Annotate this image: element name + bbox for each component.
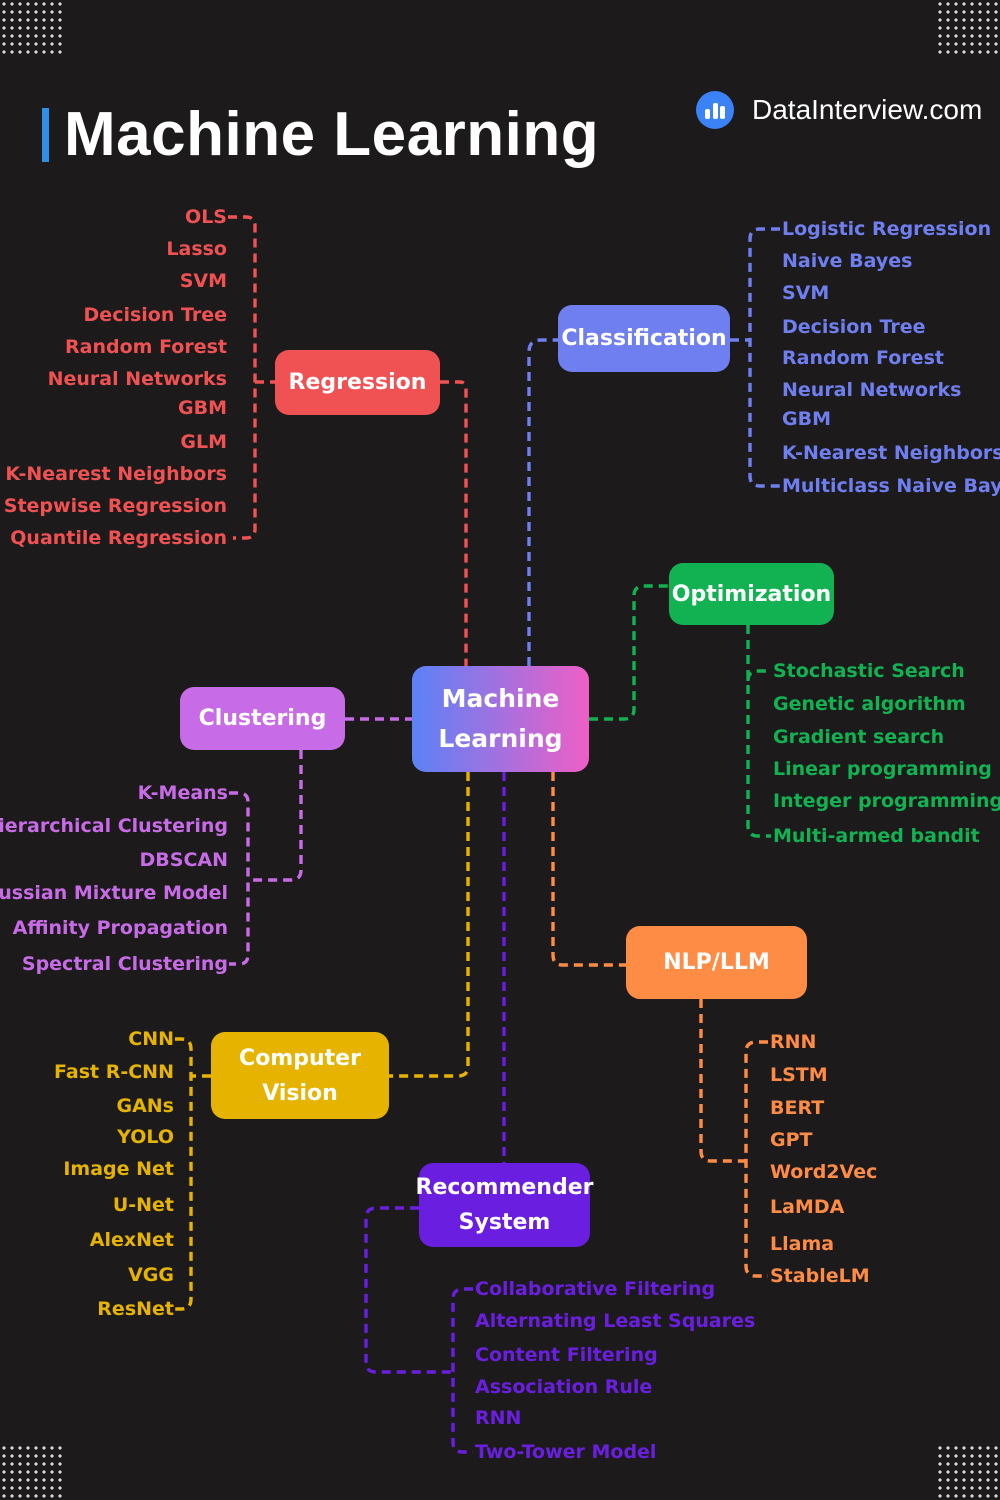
recommender-item: Association Rule xyxy=(475,1376,653,1398)
optimization-stem xyxy=(746,625,771,838)
title-accent-bar xyxy=(42,108,49,162)
regression-trunk xyxy=(440,380,468,666)
vision-item: YOLO xyxy=(117,1126,174,1148)
nlp-item: GPT xyxy=(770,1129,813,1151)
optimization-item: Genetic algorithm xyxy=(773,693,966,715)
decor-dots-bottom-left xyxy=(0,1444,64,1500)
vision-item: U-Net xyxy=(112,1194,174,1216)
classification-node[interactable]: Classification xyxy=(558,305,730,372)
brand: DataInterview.com xyxy=(696,88,982,132)
optimization-trunk xyxy=(589,584,669,721)
regression-item: Quantile Regression xyxy=(10,527,227,549)
clustering-item: DBSCAN xyxy=(139,849,229,871)
regression-item: SVM xyxy=(179,270,227,292)
nlp-item: LaMDA xyxy=(770,1196,845,1218)
recommender-item: Content Filtering xyxy=(475,1344,658,1366)
clustering-item: Affinity Propagation xyxy=(12,917,228,939)
regression-node[interactable]: Regression xyxy=(275,350,440,415)
center-node[interactable]: Machine Learning xyxy=(412,666,589,772)
clustering-item: K-Means xyxy=(137,782,228,804)
classification-item: Logistic Regression xyxy=(782,218,992,240)
nlp-item: RNN xyxy=(770,1031,817,1053)
classification-trunk xyxy=(527,338,558,666)
recommender-item: Two-Tower Model xyxy=(475,1441,657,1463)
vision-item: Image Net xyxy=(63,1158,174,1180)
optimization-node[interactable]: Optimization xyxy=(669,563,834,625)
classification-item: K-Nearest Neighbors xyxy=(782,442,1000,464)
vision-item: ResNet xyxy=(97,1298,174,1320)
regression-item: GLM xyxy=(180,431,227,453)
regression-item: Stepwise Regression xyxy=(3,495,227,517)
regression-item: K-Nearest Neighbors xyxy=(5,463,227,485)
recommender-item: Collaborative Filtering xyxy=(475,1278,716,1300)
page-title: Machine Learning xyxy=(64,100,600,169)
recommender-node[interactable]: Recommender System xyxy=(416,1163,593,1247)
vision-item: CNN xyxy=(128,1028,174,1050)
decor-dots-top-left xyxy=(0,0,64,56)
regression-item: Lasso xyxy=(166,238,227,260)
classification-item: Decision Tree xyxy=(782,316,926,338)
regression-item: Neural Networks xyxy=(47,368,227,390)
optimization-item: Linear programming xyxy=(773,758,992,780)
brand-logo-icon xyxy=(696,91,734,129)
nlp-node[interactable]: NLP/LLM xyxy=(626,926,807,999)
optimization-item: Stochastic Search xyxy=(773,660,965,682)
regression-bracket xyxy=(228,215,257,540)
nlp-item: LSTM xyxy=(770,1064,828,1086)
classification-item: SVM xyxy=(782,282,830,304)
regression-item: Decision Tree xyxy=(83,304,227,326)
clustering-item: Gaussian Mixture Model xyxy=(0,882,228,904)
recommender-item: Alternating Least Squares xyxy=(475,1310,756,1332)
classification-item: Neural Networks xyxy=(782,379,962,401)
clustering-drop xyxy=(248,750,303,882)
vision-item: VGG xyxy=(128,1264,174,1286)
brand-name: DataInterview.com xyxy=(752,94,983,125)
decor-dots-top-right xyxy=(936,0,1000,56)
clustering-item: Hierarchical Clustering xyxy=(0,815,228,837)
nlp-bracket xyxy=(744,1040,768,1278)
vision-item: AlexNet xyxy=(89,1229,174,1251)
classification-item: GBM xyxy=(782,408,831,430)
regression-item: Random Forest xyxy=(65,336,227,358)
recommender-drop xyxy=(364,1206,453,1374)
clustering-item: Spectral Clustering xyxy=(21,953,228,975)
optimization-item: Gradient search xyxy=(773,726,945,748)
optimization-item: Multi-armed bandit xyxy=(773,825,980,847)
nlp-item: Word2Vec xyxy=(770,1161,878,1183)
vision-node[interactable]: Computer Vision xyxy=(211,1032,389,1119)
clustering-bracket xyxy=(229,791,250,966)
optimization-item: Integer programming xyxy=(773,790,1000,812)
nlp-item: Llama xyxy=(770,1233,835,1255)
clustering-node[interactable]: Clustering xyxy=(180,687,345,750)
recommender-item: RNN xyxy=(475,1407,522,1429)
regression-item: OLS xyxy=(185,206,227,228)
regression-item: GBM xyxy=(178,397,227,419)
vision-item: GANs xyxy=(116,1095,174,1117)
nlp-drop xyxy=(699,999,746,1163)
nlp-trunk xyxy=(551,772,626,967)
vision-trunk xyxy=(389,772,470,1078)
decor-dots-bottom-right xyxy=(936,1444,1000,1500)
classification-bracket xyxy=(748,227,780,488)
recommender-bracket xyxy=(451,1287,473,1454)
classification-item: Random Forest xyxy=(782,347,944,369)
classification-item: Naive Bayes xyxy=(782,250,913,272)
optimization-top xyxy=(746,669,771,682)
nlp-item: StableLM xyxy=(770,1265,870,1287)
vision-item: Fast R-CNN xyxy=(54,1061,174,1083)
vision-bracket xyxy=(175,1037,193,1311)
nlp-item: BERT xyxy=(770,1097,825,1119)
classification-item: Multiclass Naive Bayes xyxy=(782,475,1000,497)
